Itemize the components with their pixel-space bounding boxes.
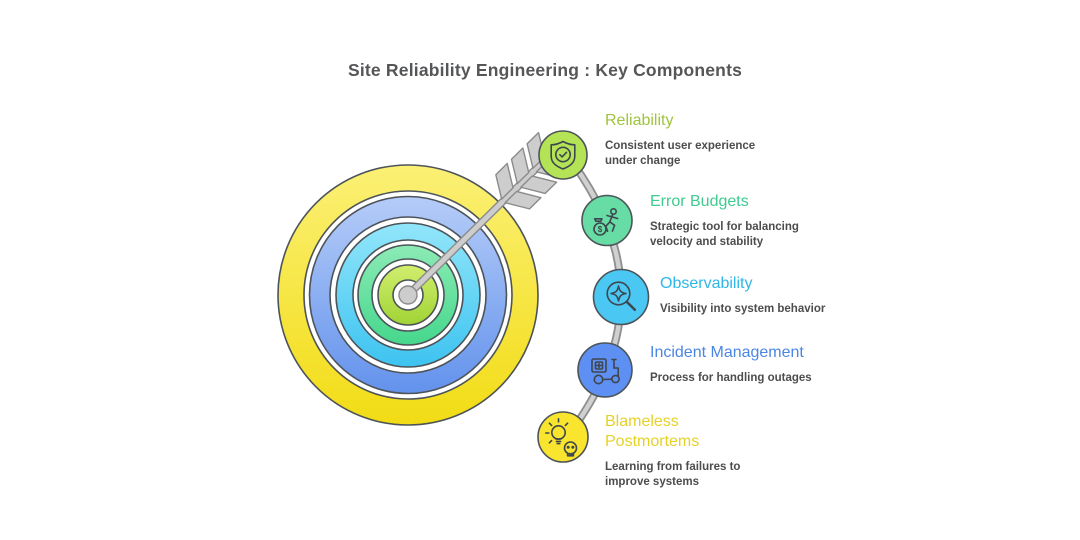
- lightbulb-skull-icon: [545, 418, 578, 457]
- item-blameless-postmortems: Blameless Postmortems Learning from fail…: [605, 412, 740, 490]
- item-title: Reliability: [605, 112, 674, 129]
- item-reliability: Reliability Consistent user experience u…: [605, 111, 755, 169]
- item-description: Learning from failures to improve system…: [605, 461, 741, 488]
- magnifier-sparkle-icon: [606, 281, 637, 312]
- item-incident-management: Incident Management Process for handling…: [650, 343, 812, 386]
- item-title: Observability: [660, 275, 753, 292]
- item-error-budgets: Error Budgets Strategic tool for balanci…: [650, 192, 799, 250]
- page-title: Site Reliability Engineering : Key Compo…: [347, 60, 743, 80]
- item-title: Error Budgets: [650, 193, 749, 210]
- item-observability: Observability Visibility into system beh…: [660, 274, 825, 317]
- incident-management-badge: [577, 342, 633, 398]
- item-title: Blameless Postmortems: [605, 413, 700, 450]
- item-description: Visibility into system behavior: [660, 303, 826, 315]
- error-budgets-badge: $: [581, 194, 633, 247]
- shield-check-icon: [550, 140, 576, 170]
- arrow-impact-dot: [398, 285, 418, 305]
- delivery-scooter-icon: [591, 358, 620, 385]
- reliability-badge: [538, 130, 588, 180]
- svg-text:$: $: [598, 225, 603, 234]
- item-description: Process for handling outages: [650, 372, 812, 384]
- observability-badge: [592, 268, 650, 326]
- blameless-postmortems-badge: [537, 411, 589, 463]
- item-description: Strategic tool for balancing velocity an…: [650, 221, 799, 248]
- item-title: Incident Management: [650, 344, 804, 361]
- money-bag-runner-icon: $: [593, 208, 619, 236]
- item-description: Consistent user experience under change: [605, 140, 756, 167]
